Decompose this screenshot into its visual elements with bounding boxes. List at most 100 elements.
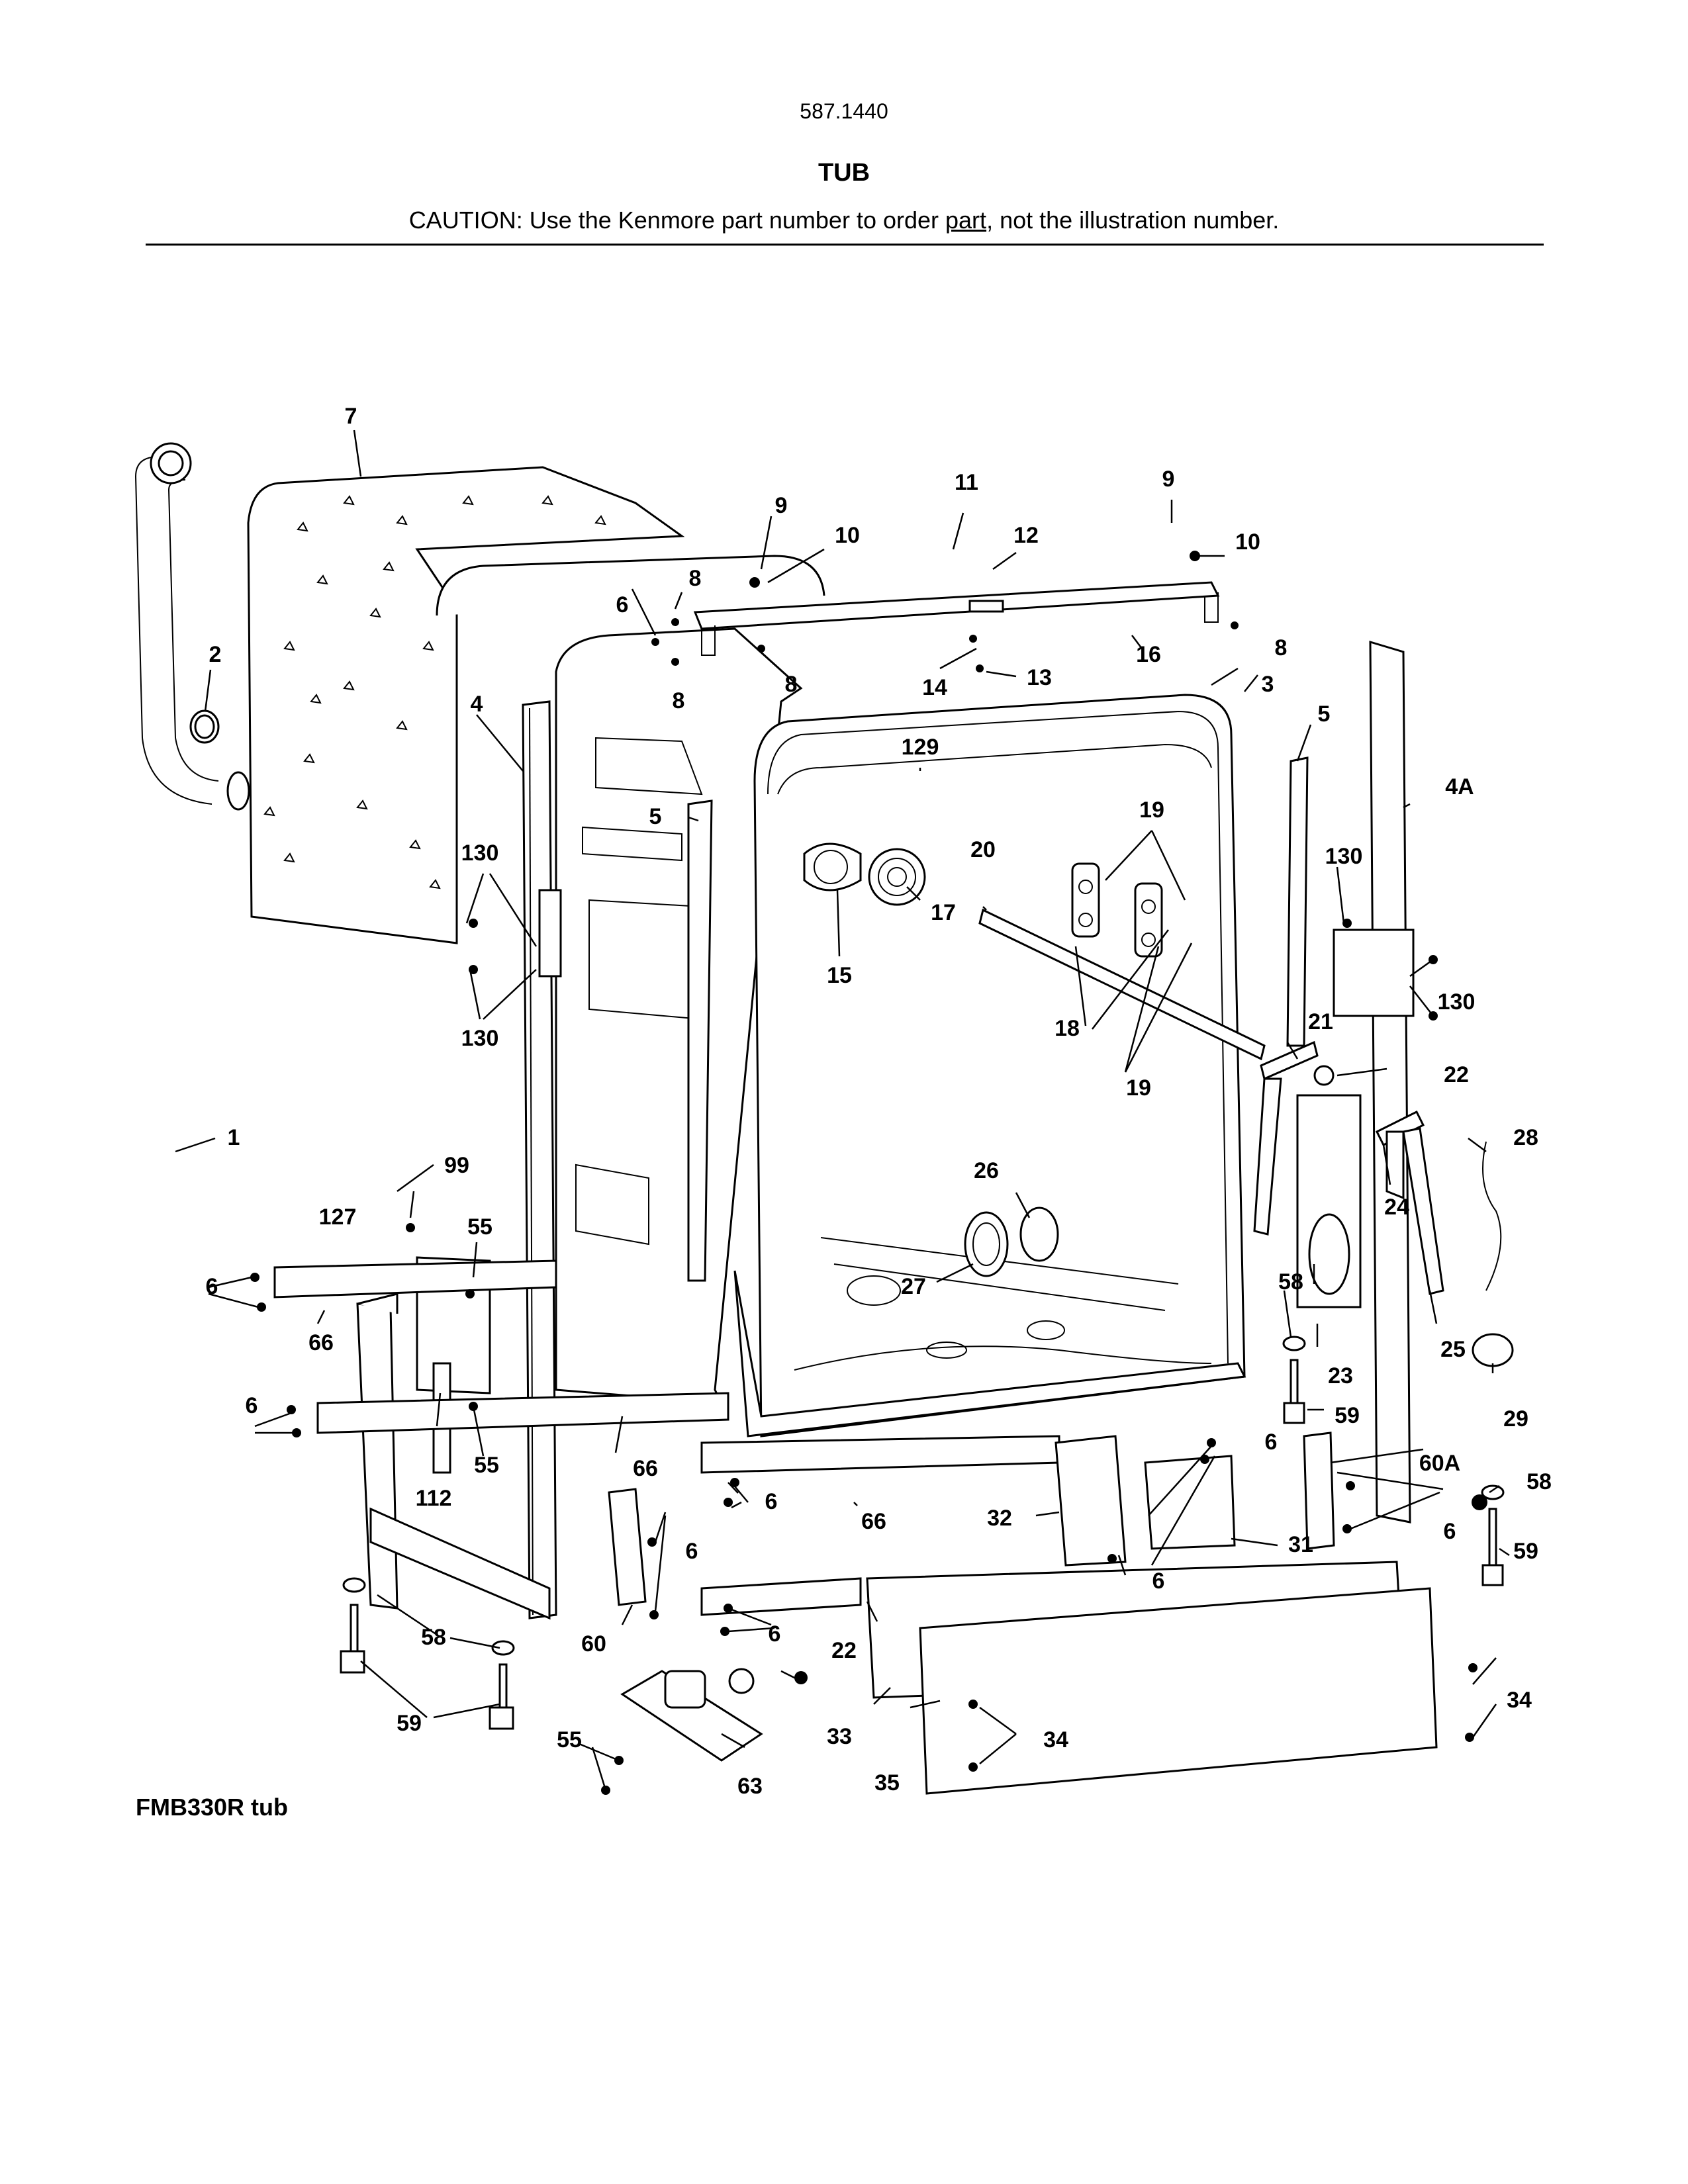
float-switch bbox=[1472, 1333, 1514, 1367]
caution-suffix: , not the illustration number. bbox=[986, 206, 1280, 234]
callout-127: 127 bbox=[319, 1205, 357, 1230]
callout-24: 24 bbox=[1384, 1195, 1409, 1220]
water-valve bbox=[620, 1668, 763, 1762]
callout-2: 2 bbox=[209, 642, 222, 667]
callout-58-right: 58 bbox=[1526, 1469, 1552, 1494]
callout-1: 1 bbox=[228, 1125, 240, 1150]
rack-rail bbox=[978, 908, 1266, 1061]
callout-22-bottom: 22 bbox=[831, 1638, 857, 1663]
callout-8-middle: 8 bbox=[785, 672, 798, 697]
callout-16: 16 bbox=[1136, 642, 1161, 667]
callout-10-left: 10 bbox=[835, 523, 860, 548]
callout-23: 23 bbox=[1328, 1363, 1353, 1388]
callout-63: 63 bbox=[737, 1774, 763, 1799]
diagram-caption: FMB330R tub bbox=[136, 1794, 289, 1821]
callout-21: 21 bbox=[1308, 1009, 1333, 1034]
callout-34-bottom: 34 bbox=[1043, 1727, 1068, 1752]
callout-18: 18 bbox=[1055, 1016, 1080, 1041]
callout-9-left: 9 bbox=[775, 493, 788, 518]
callout-59-left: 59 bbox=[397, 1711, 422, 1736]
callout-28: 28 bbox=[1513, 1125, 1538, 1150]
callout-59-right: 59 bbox=[1513, 1539, 1538, 1564]
callout-112: 112 bbox=[416, 1486, 452, 1511]
callout-6-center: 6 bbox=[1152, 1569, 1165, 1594]
callout-5-right: 5 bbox=[1318, 702, 1331, 727]
callout-12: 12 bbox=[1013, 523, 1039, 548]
overflow-tube bbox=[1482, 1141, 1502, 1291]
callout-27: 27 bbox=[901, 1274, 926, 1299]
side-strip-left bbox=[687, 799, 713, 1282]
callout-9-right: 9 bbox=[1162, 467, 1175, 492]
top-mounting-bracket bbox=[693, 581, 1220, 656]
callout-6-right-upper: 6 bbox=[1265, 1430, 1278, 1455]
callout-3: 3 bbox=[1262, 672, 1274, 697]
base-rail-front bbox=[700, 1435, 1060, 1474]
callout-129: 129 bbox=[902, 735, 939, 760]
callout-55-upper: 55 bbox=[467, 1214, 492, 1240]
callout-130-right-upper: 130 bbox=[1325, 844, 1363, 869]
base-rail-upper-left bbox=[273, 1259, 557, 1298]
callout-4: 4 bbox=[471, 692, 483, 717]
callout-130-upper-left: 130 bbox=[461, 841, 499, 866]
callout-8-right: 8 bbox=[1275, 635, 1288, 660]
callout-6-left-upper: 6 bbox=[206, 1274, 218, 1299]
drain-hose bbox=[134, 442, 250, 811]
leveling-leg-left-b bbox=[489, 1640, 515, 1730]
callout-66-front: 66 bbox=[861, 1509, 886, 1534]
base-rail-front-lower bbox=[700, 1577, 862, 1616]
page-title: TUB bbox=[818, 159, 870, 187]
callout-130-right-lower: 130 bbox=[1438, 989, 1476, 1015]
callout-25: 25 bbox=[1440, 1337, 1466, 1362]
callout-4a: 4A bbox=[1445, 774, 1474, 799]
corner-bracket-right bbox=[1303, 1432, 1335, 1550]
callout-26: 26 bbox=[974, 1158, 999, 1183]
fill-funnel bbox=[1375, 1110, 1425, 1200]
callout-60: 60 bbox=[581, 1631, 606, 1657]
filter-assembly bbox=[964, 1211, 1009, 1277]
left-side-panel bbox=[522, 700, 562, 1619]
model-number: 587.1440 bbox=[800, 99, 888, 123]
callout-29: 29 bbox=[1503, 1406, 1528, 1432]
callout-13: 13 bbox=[1027, 665, 1052, 690]
vent-assembly bbox=[1253, 1040, 1362, 1308]
callout-55-lower: 55 bbox=[474, 1453, 499, 1478]
callout-130-lower-left: 130 bbox=[461, 1026, 499, 1051]
callout-10-right: 10 bbox=[1235, 529, 1260, 555]
leveling-leg-right-a bbox=[1282, 1336, 1306, 1424]
motor-bracket bbox=[1055, 1435, 1127, 1567]
callout-34-right: 34 bbox=[1507, 1688, 1532, 1713]
callout-32: 32 bbox=[987, 1506, 1012, 1531]
callout-6-top: 6 bbox=[616, 592, 629, 617]
callout-6-right-lower: 6 bbox=[1444, 1519, 1456, 1544]
callout-20: 20 bbox=[970, 837, 996, 862]
callout-66-left: 66 bbox=[308, 1330, 334, 1355]
callout-59-middle: 59 bbox=[1335, 1403, 1360, 1428]
callout-8-bottom-left: 8 bbox=[673, 688, 685, 713]
callout-19-top: 19 bbox=[1139, 797, 1164, 823]
callout-6-bracket: 6 bbox=[686, 1539, 698, 1564]
side-strip-right bbox=[1286, 756, 1309, 1047]
callout-6-left-lower: 6 bbox=[246, 1393, 258, 1418]
callout-6-rail-lower: 6 bbox=[769, 1621, 781, 1647]
caution-part-link[interactable]: part bbox=[945, 206, 987, 234]
callout-22-right: 22 bbox=[1444, 1062, 1469, 1087]
callout-60a: 60A bbox=[1419, 1451, 1460, 1476]
callout-17: 17 bbox=[931, 900, 956, 925]
tub-front-frame bbox=[733, 694, 1246, 1437]
right-side-panel bbox=[1333, 640, 1415, 1524]
toe-kick-front bbox=[919, 1587, 1438, 1795]
caution-notice: CAUTION: Use the Kenmore part number to … bbox=[0, 206, 1688, 234]
header-divider bbox=[146, 244, 1544, 246]
insulation-blanket bbox=[247, 466, 685, 944]
callout-14: 14 bbox=[922, 675, 947, 700]
roller-brackets bbox=[1071, 862, 1163, 958]
vent-gasket bbox=[1313, 1065, 1335, 1086]
leader-lines bbox=[175, 430, 1510, 1791]
tub-body bbox=[436, 555, 825, 1404]
callout-11: 11 bbox=[955, 470, 978, 495]
callout-55-bottom: 55 bbox=[557, 1727, 582, 1752]
callout-labels: 7 2 1 3 4 4A 5 5 130 130 130 130 6 8 8 8… bbox=[206, 404, 1552, 1799]
callout-58-middle: 58 bbox=[1278, 1269, 1303, 1295]
callout-19-bottom: 19 bbox=[1126, 1075, 1151, 1101]
callout-31: 31 bbox=[1288, 1532, 1313, 1557]
